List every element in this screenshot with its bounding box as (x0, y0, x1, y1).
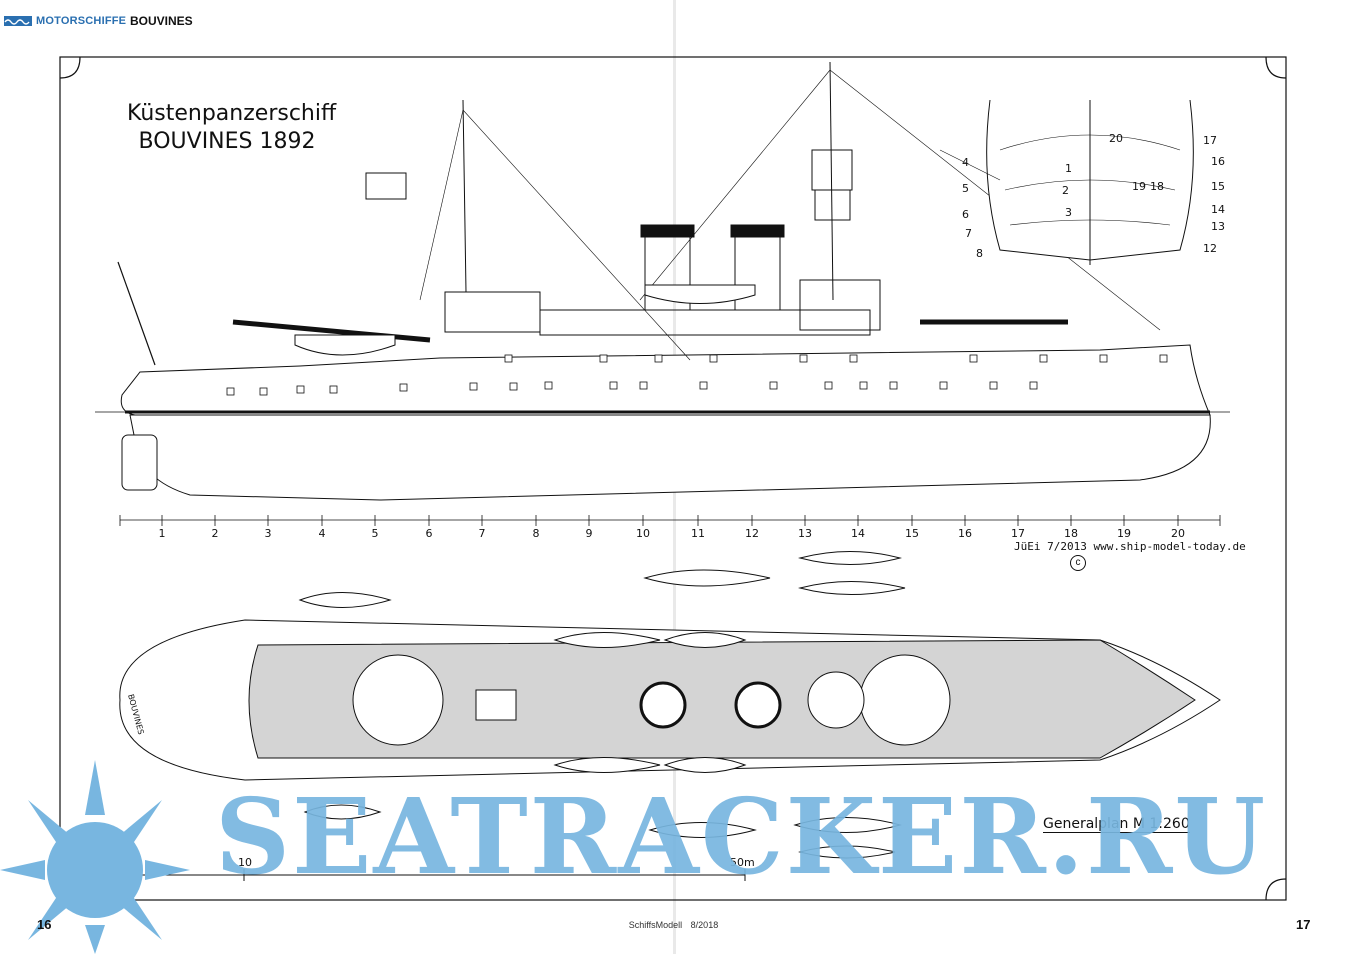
frame-numbers: 1 2 3 4 5 6 7 8 9 10 11 12 13 14 15 16 1… (159, 527, 1186, 540)
section-label: 5 (962, 182, 969, 195)
page-number-left: 16 (37, 917, 52, 932)
frame-label: 11 (691, 527, 705, 540)
frame-label: 12 (745, 527, 759, 540)
section-label: 20 (1109, 132, 1123, 145)
section-label: 18 (1150, 180, 1164, 193)
portholes (226, 354, 1168, 396)
frame-label: 14 (851, 527, 865, 540)
frame-label: 9 (586, 527, 593, 540)
scale-label: 50m (730, 856, 755, 869)
frame-label: 3 (265, 527, 272, 540)
frame-label: 18 (1064, 527, 1078, 540)
frame-label: 5 (372, 527, 379, 540)
sun-logo-icon (0, 760, 190, 954)
section-label: 14 (1211, 203, 1225, 216)
section-label: 13 (1211, 220, 1225, 233)
body-plan (939, 99, 1194, 265)
section-label: MOTORSCHIFFE (36, 15, 127, 27)
frame-label: 19 (1117, 527, 1131, 540)
article-title: BOUVINES (130, 14, 193, 28)
frame-label: 17 (1011, 527, 1025, 540)
frame-label: 2 (212, 527, 219, 540)
section-label: 12 (1203, 242, 1217, 255)
frame-label: 8 (533, 527, 540, 540)
general-plan-label: Generalplan M 1:260 (1043, 816, 1190, 833)
scale-label: 10 (238, 856, 252, 869)
magazine-issue: 8/2018 (690, 920, 719, 930)
section-label: 1 (1065, 162, 1072, 175)
frame-label: 15 (905, 527, 919, 540)
plan-title-line2: BOUVINES 1892 (138, 129, 316, 154)
magazine-name: SchiffsModell (628, 920, 683, 930)
section-label: 16 (1211, 155, 1225, 168)
frame-label: 20 (1171, 527, 1185, 540)
watermark-text: SEATRACKER.RU (215, 775, 1268, 898)
wave-icon (4, 16, 32, 26)
frame-label: 6 (426, 527, 433, 540)
deck-plan (119, 551, 1221, 859)
frame-label: 13 (798, 527, 812, 540)
page-number-right: 17 (1296, 917, 1311, 932)
frame-label: 16 (958, 527, 972, 540)
frame-label: 7 (479, 527, 486, 540)
section-label: 7 (965, 227, 972, 240)
plan-title-line1: Küstenpanzerschiff (127, 101, 337, 126)
plan-title: Küstenpanzerschiff BOUVINES 1892 (127, 100, 337, 156)
section-label: 17 (1203, 134, 1217, 147)
side-elevation (95, 61, 1230, 501)
body-plan-labels: 4 5 6 7 8 17 16 15 14 13 12 1 2 3 20 19 … (962, 132, 1225, 260)
frame-label: 1 (159, 527, 166, 540)
section-label: 3 (1065, 206, 1072, 219)
section-label: 2 (1062, 184, 1069, 197)
frame-label: 4 (319, 527, 326, 540)
section-label: 19 (1132, 180, 1146, 193)
section-label: 15 (1211, 180, 1225, 193)
section-label: 8 (976, 247, 983, 260)
page-header: MOTORSCHIFFE BOUVINES (0, 10, 600, 32)
section-label: 6 (962, 208, 969, 221)
plan-credit: JüEi 7/2013 www.ship-model-today.de (1014, 540, 1246, 553)
frame-ticks (119, 515, 1221, 526)
section-label: 4 (962, 156, 969, 169)
page-footer: SchiffsModell 8/2018 (0, 920, 1347, 930)
frame-label: 10 (636, 527, 650, 540)
copyright-mark: c (1070, 555, 1086, 571)
